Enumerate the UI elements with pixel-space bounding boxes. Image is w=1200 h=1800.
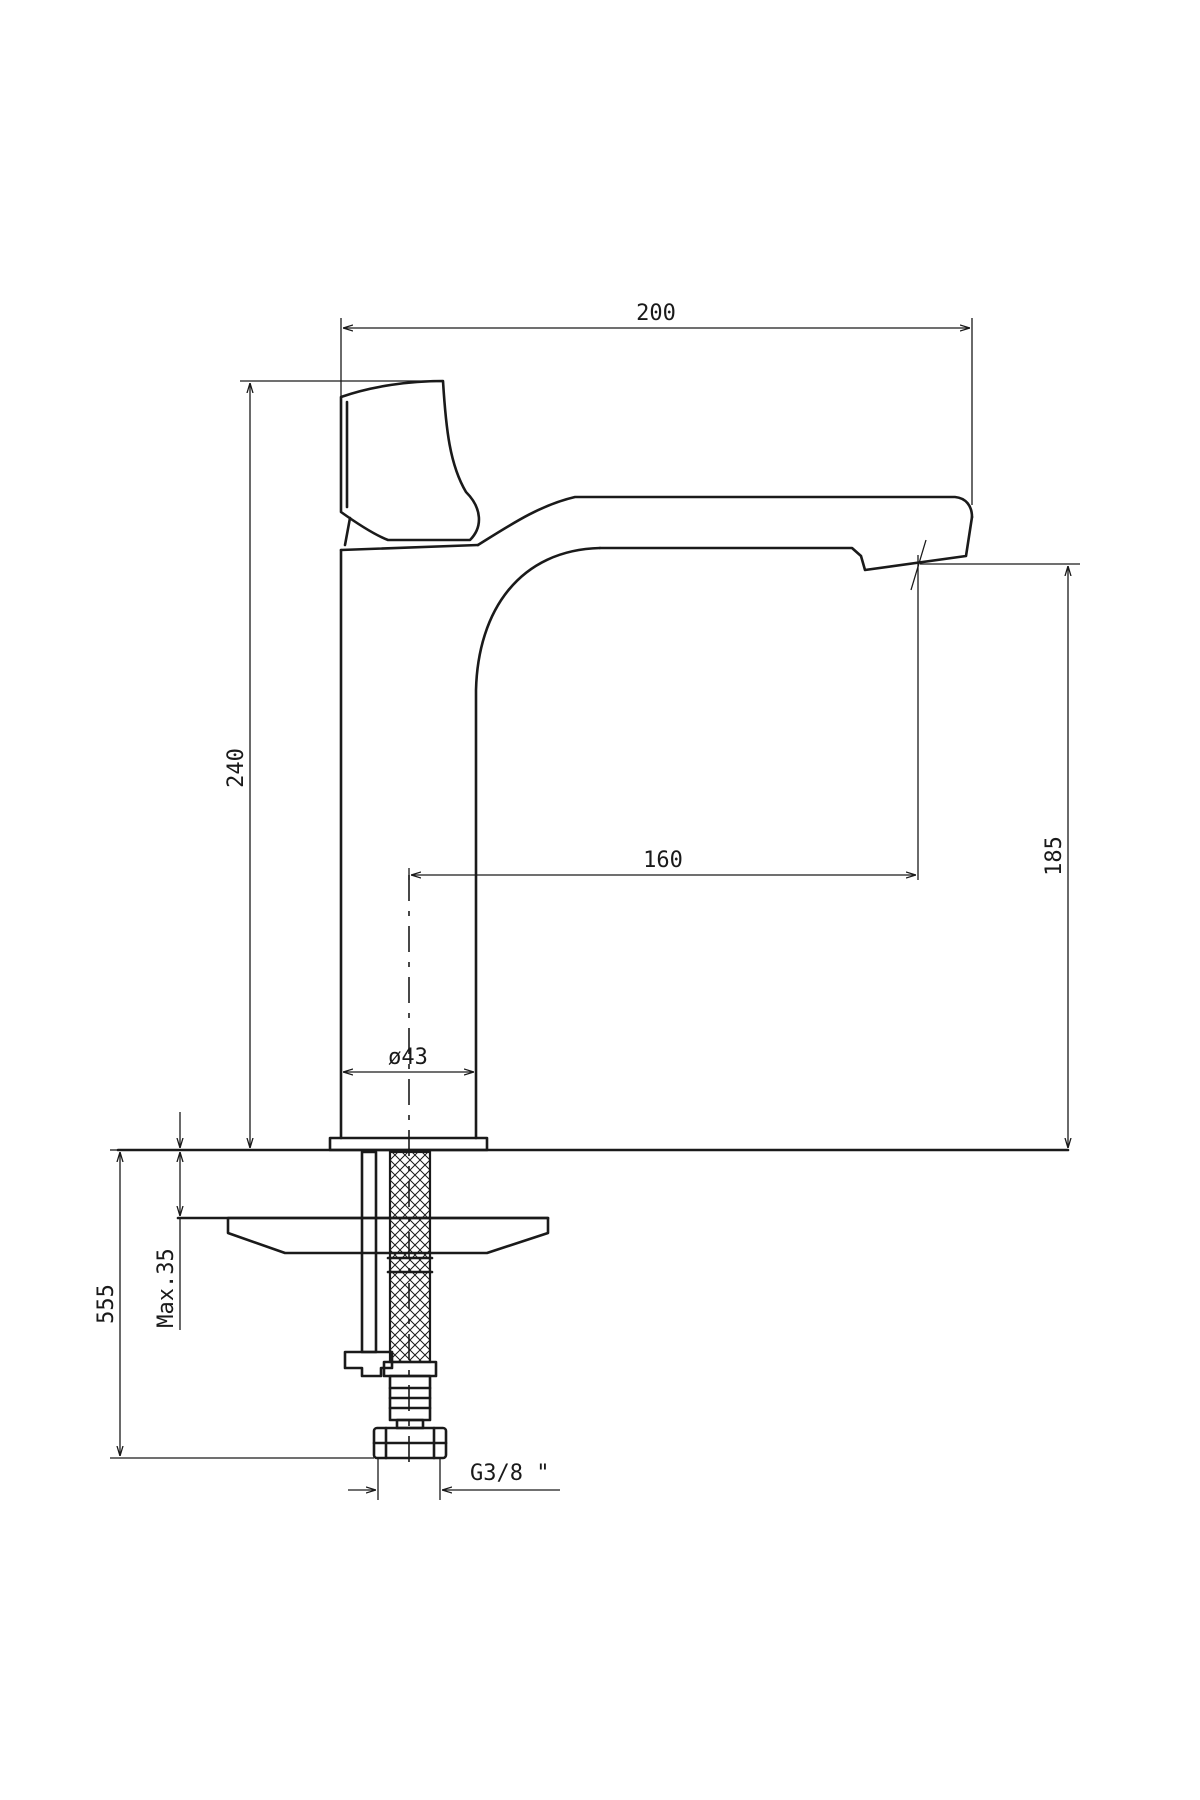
flexible-hose xyxy=(382,1150,438,1430)
dimension-label-160: 160 xyxy=(643,848,683,873)
dimension-max-deck-thickness: Max.35 xyxy=(154,1112,180,1330)
dimension-label-240: 240 xyxy=(224,748,249,788)
inlet-nut xyxy=(372,1426,448,1460)
dimension-below-deck-length: 555 xyxy=(94,1149,374,1459)
dimension-label-max35: Max.35 xyxy=(154,1248,179,1327)
dimension-label-200: 200 xyxy=(636,301,676,326)
dimension-label-185: 185 xyxy=(1042,836,1067,876)
dimension-label-555: 555 xyxy=(94,1284,119,1324)
dimension-body-diameter: ø43 xyxy=(343,1045,474,1072)
mounting-plate xyxy=(226,1216,550,1255)
dimension-overall-depth: 200 xyxy=(340,301,973,505)
dimension-overall-height: 240 xyxy=(224,380,443,1148)
lever-handle xyxy=(339,379,481,547)
dimension-spout-height: 185 xyxy=(920,563,1080,1148)
dimension-inlet-thread: G3/8 " xyxy=(348,1458,560,1500)
dimension-label-thread: G3/8 " xyxy=(470,1461,549,1486)
dimension-spout-reach: 160 xyxy=(408,539,927,880)
threaded-rod xyxy=(343,1150,394,1378)
dimension-label-diameter: ø43 xyxy=(388,1045,428,1070)
faucet-body xyxy=(328,495,974,1152)
